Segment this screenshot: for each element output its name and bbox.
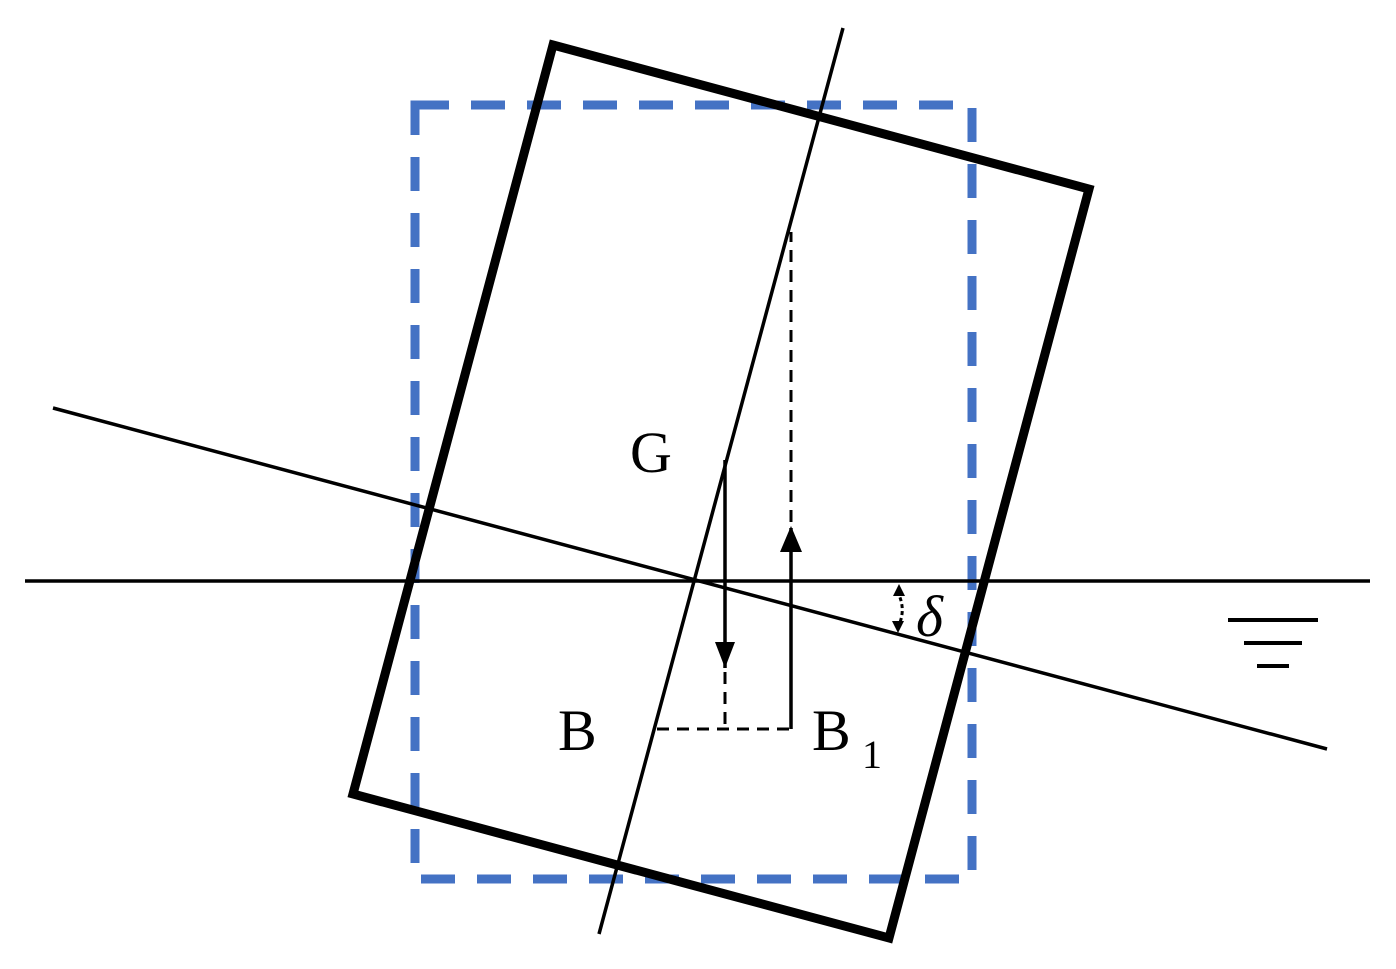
label-b: B (558, 698, 597, 763)
weight-arrowhead (715, 642, 735, 668)
body-axis (597, 27, 845, 935)
tilted-waterline (52, 406, 1328, 751)
buoyancy-arrowhead (780, 526, 802, 552)
label-delta: δ (916, 584, 944, 649)
delta-arrow-top (893, 584, 905, 596)
delta-arrow-bottom (892, 621, 904, 633)
label-b1-subscript: 1 (862, 732, 882, 777)
water-surface-icon (1228, 618, 1318, 668)
original-position-box (410, 100, 977, 884)
label-b1: B (812, 698, 851, 763)
tilted-body-outline (347, 39, 1095, 944)
label-g: G (630, 420, 672, 485)
